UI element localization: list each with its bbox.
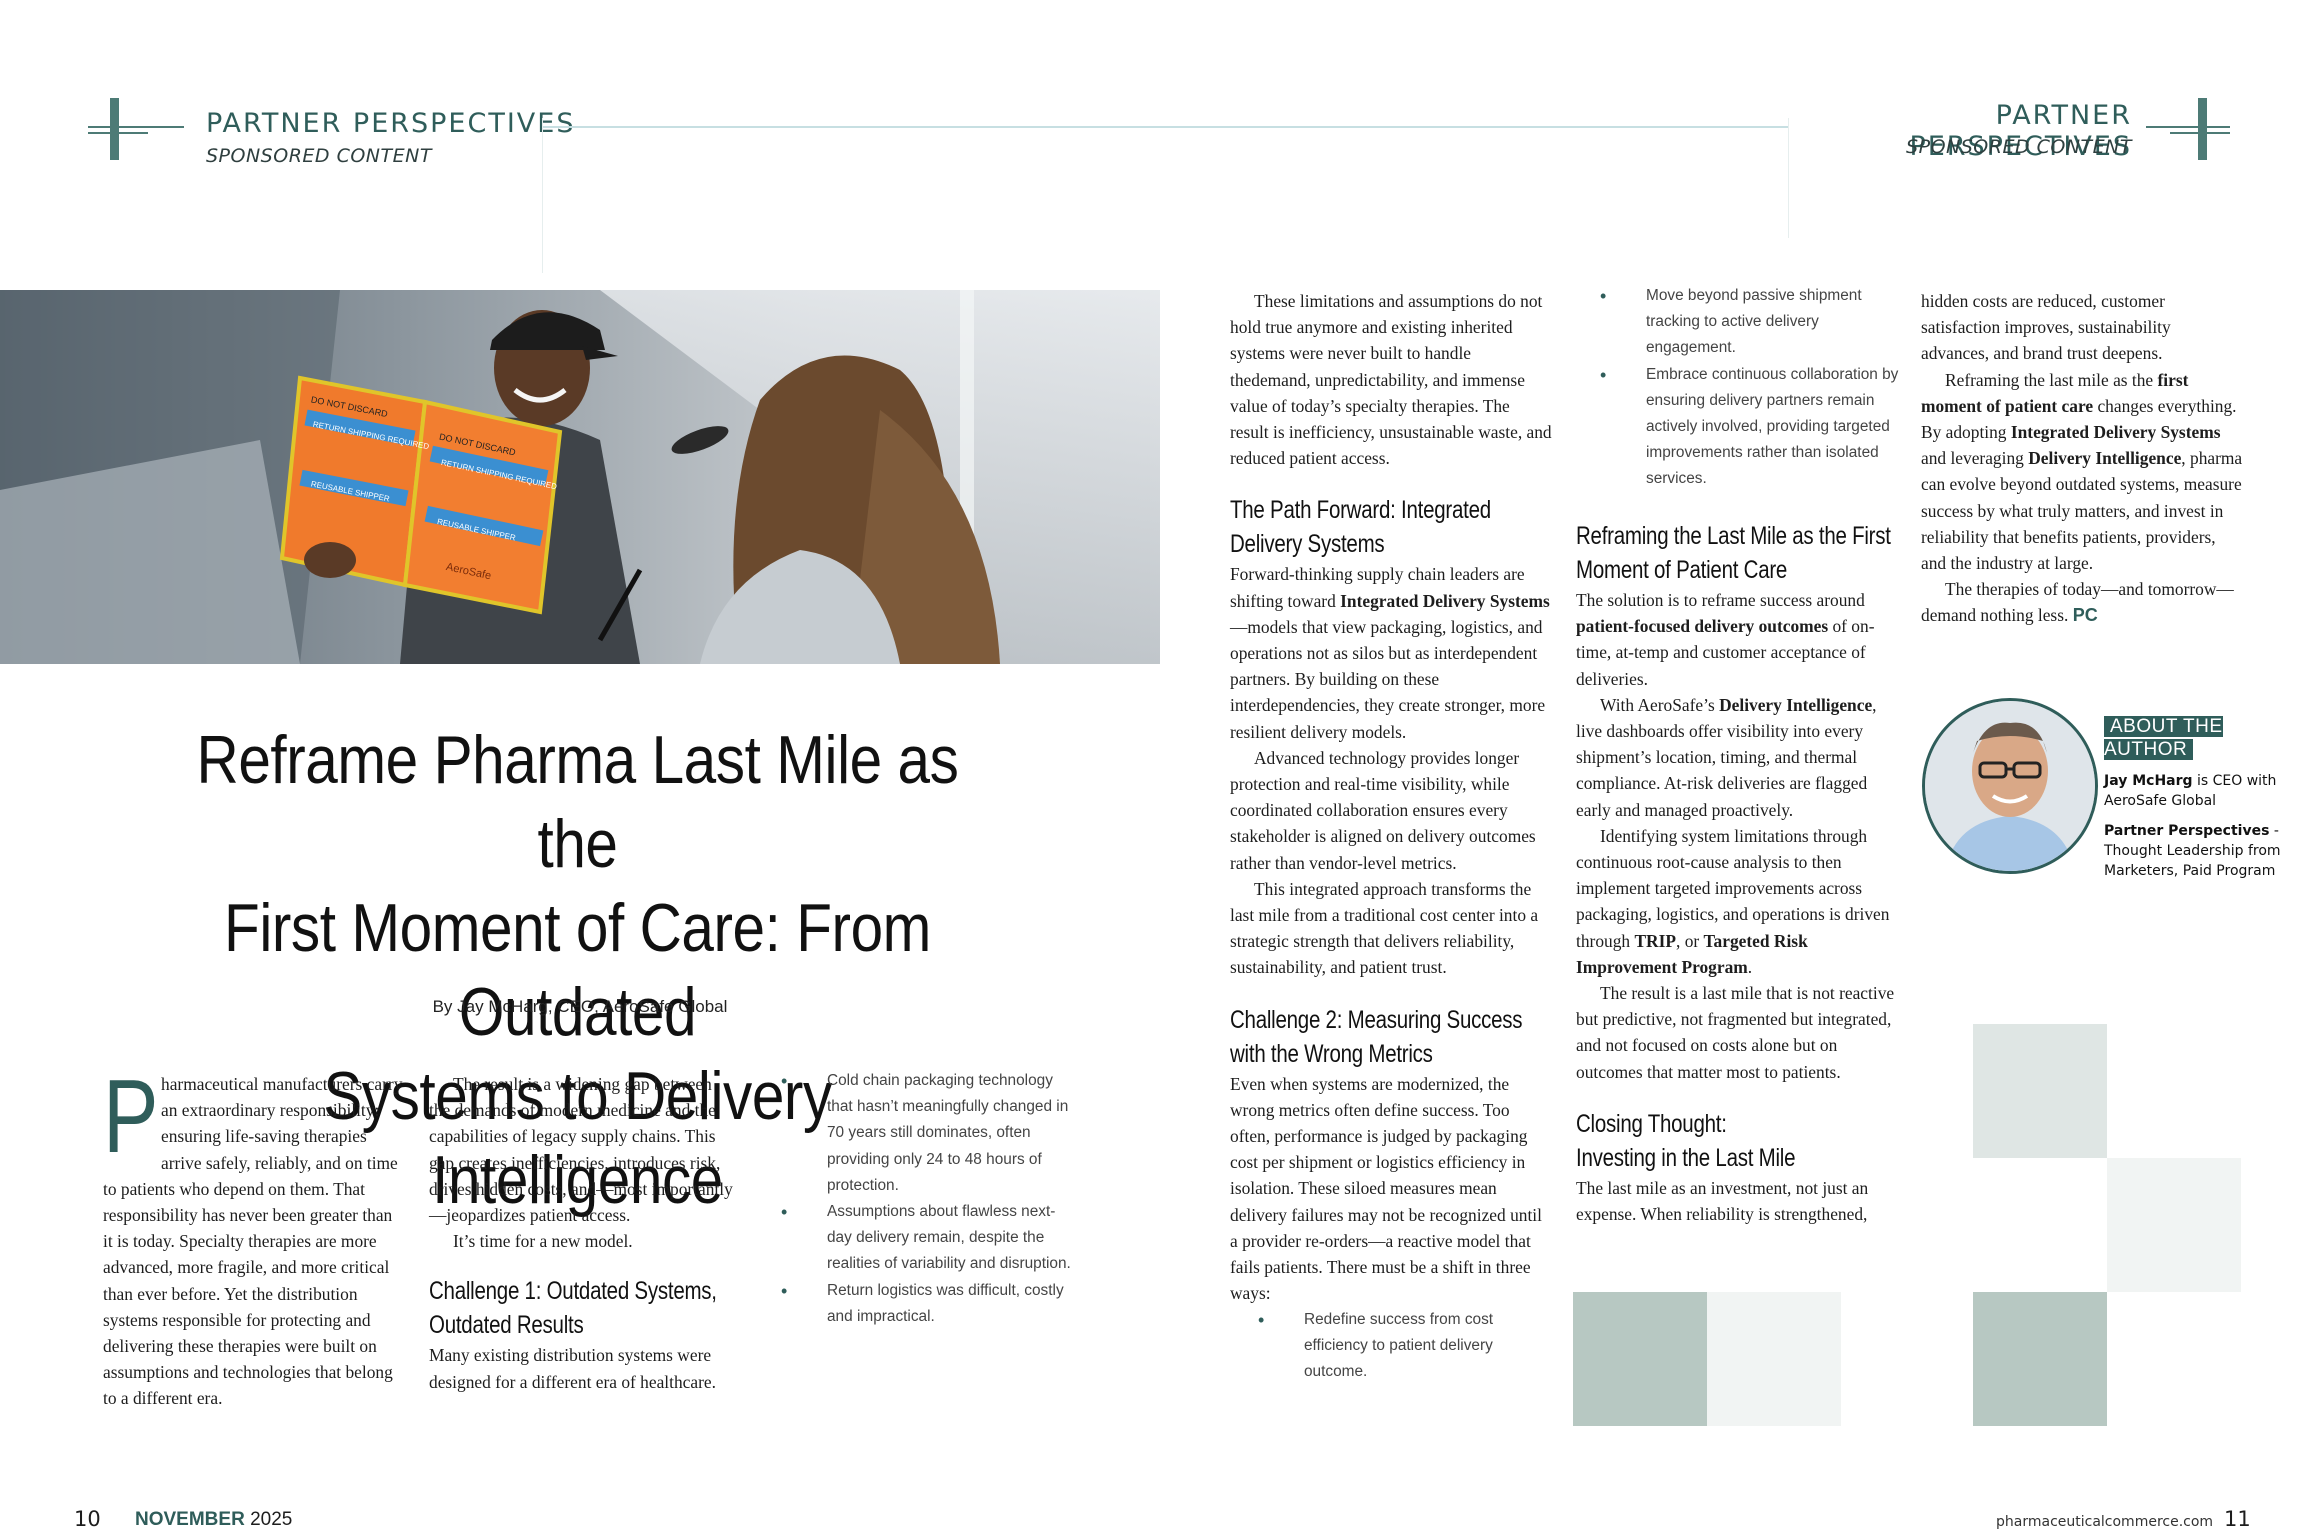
list-item: •Cold chain packaging technology that ha… [781, 1068, 1071, 1199]
author-portrait [1925, 701, 2095, 871]
list-item: •Redefine success from cost efficiency t… [1258, 1307, 1552, 1386]
reframe-paragraph-3: Identifying system limitations through c… [1576, 825, 1890, 977]
header-sponsored-right: SPONSORED CONTENT [1906, 136, 2132, 158]
list-item: •Embrace continuous collaboration by ens… [1600, 362, 1900, 493]
hero-photo-illustration: DO NOT DISCARD DO NOT DISCARD RETURN SHI… [0, 290, 1160, 664]
shipping-boxes: DO NOT DISCARD DO NOT DISCARD RETURN SHI… [279, 375, 563, 615]
intro-text: harmaceutical manufacturers carry an ext… [103, 1074, 403, 1409]
bullet-icon: • [1258, 1309, 1265, 1330]
decor-square [1573, 1292, 1707, 1426]
column-5-text: Reframing the Last Mile as the First Mom… [1576, 519, 1900, 1227]
decor-square [1707, 1292, 1841, 1426]
heading-reframe: Reframing the Last Mile as the First Mom… [1576, 522, 1891, 584]
col6-paragraph-3: The therapies of today—and tomorrow—dema… [1921, 579, 2234, 626]
footer-issue-date: NOVEMBER 2025 [135, 1509, 293, 1530]
column-2: The result is a widening gap between the… [429, 1071, 735, 1395]
article-title-line-2: First Moment of Care: From Outdated [224, 890, 931, 1050]
author-avatar [1922, 698, 2098, 874]
challenge-2-paragraph: Even when systems are modernized, the wr… [1230, 1073, 1542, 1304]
drop-cap: P [103, 1059, 159, 1175]
decor-square [1973, 1024, 2107, 1158]
path-paragraph-3: This integrated approach transforms the … [1230, 878, 1539, 978]
col2-paragraph-1: The result is a widening gap between the… [429, 1074, 733, 1226]
col4-paragraph-1: These limitations and assumptions do not… [1230, 291, 1552, 469]
page-number-right: 11 [2224, 1507, 2251, 1531]
header-logo-mark-left [88, 98, 184, 160]
reframe-paragraph-4: The result is a last mile that is not re… [1576, 983, 1895, 1082]
hero-photo: DO NOT DISCARD DO NOT DISCARD RETURN SHI… [0, 290, 1160, 664]
list-item: •Move beyond passive shipment tracking t… [1600, 283, 1900, 362]
header-section-left: PARTNER PERSPECTIVES [206, 108, 576, 139]
footer-url: pharmaceuticalcommerce.com [1996, 1514, 2214, 1530]
closing-paragraph: The last mile as an investment, not just… [1576, 1177, 1869, 1225]
column-5: •Move beyond passive shipment tracking t… [1600, 283, 1900, 493]
article-title-line-3: Systems to Delivery Intelligence [323, 1058, 832, 1218]
author-heading: ABOUT THE AUTHOR [2104, 716, 2223, 760]
header-logo-mark-right [2146, 98, 2230, 160]
heading-challenge-2: Challenge 2: Measuring Success with the … [1230, 1005, 1523, 1068]
author-bio: Jay McHarg is CEO with AeroSafe Global [2104, 773, 2277, 809]
path-paragraph-2: Advanced technology provides longer prot… [1230, 747, 1536, 873]
column-4: These limitations and assumptions do not… [1230, 288, 1552, 1385]
col2-paragraph-2: It’s time for a new model. [453, 1231, 633, 1252]
heading-path-forward: The Path Forward: Integrated Delivery Sy… [1230, 496, 1491, 559]
bullet-icon: • [781, 1202, 788, 1223]
decor-square [2107, 1158, 2241, 1292]
page-number-left: 10 [74, 1507, 101, 1531]
challenge-1-paragraph: Many existing distribution systems were … [429, 1345, 716, 1392]
bullet-icon: • [1600, 364, 1607, 385]
bullet-icon: • [781, 1071, 788, 1091]
heading-closing-thought: Closing Thought:Investing in the Last Mi… [1576, 1109, 1796, 1172]
col5-bullet-list: •Move beyond passive shipment tracking t… [1600, 283, 1900, 493]
path-paragraph-1: Forward-thinking supply chain leaders ar… [1230, 564, 1550, 742]
article-title: Reframe Pharma Last Mile as the First Mo… [175, 718, 979, 1222]
col6-paragraph-2: Reframing the last mile as the first mom… [1921, 369, 2243, 574]
header-section-right: PARTNER PERSPECTIVES [1909, 100, 2132, 162]
decor-square [1973, 1292, 2107, 1426]
column-6: hidden costs are reduced, customer satis… [1921, 288, 2243, 629]
author-program: Partner Perspectives - Thought Leadershi… [2104, 823, 2281, 879]
end-mark: PC [2072, 605, 2098, 626]
article-byline: By Jay McHarg, CEO, AeroSafe Global [432, 997, 728, 1016]
heading-challenge-1: Challenge 1: Outdated Systems, Outdated … [429, 1277, 717, 1340]
bullet-icon: • [1600, 286, 1607, 306]
header-rule [542, 126, 1788, 128]
header-sponsored-left: SPONSORED CONTENT [206, 145, 432, 167]
column-3: •Cold chain packaging technology that ha… [781, 1068, 1071, 1330]
col6-paragraph-1: hidden costs are reduced, customer satis… [1921, 291, 2171, 364]
bullet-icon: • [781, 1280, 788, 1301]
col4-bullet-list: •Redefine success from cost efficiency t… [1258, 1307, 1552, 1386]
col3-bullet-list: •Cold chain packaging technology that ha… [781, 1068, 1071, 1330]
author-box: ABOUT THE AUTHOR Jay McHarg is CEO with … [2104, 715, 2294, 881]
article-title-line-1: Reframe Pharma Last Mile as the [196, 722, 959, 882]
header-divider-right [1788, 118, 1789, 238]
reframe-paragraph-2: With AeroSafe’s Delivery Intelligence, l… [1576, 694, 1877, 820]
list-item: •Assumptions about flawless next-day del… [781, 1199, 1071, 1278]
reframe-paragraph-1: The solution is to reframe success aroun… [1576, 590, 1875, 689]
list-item: •Return logistics was difficult, costly … [781, 1278, 1071, 1330]
header-divider-left [542, 118, 543, 273]
